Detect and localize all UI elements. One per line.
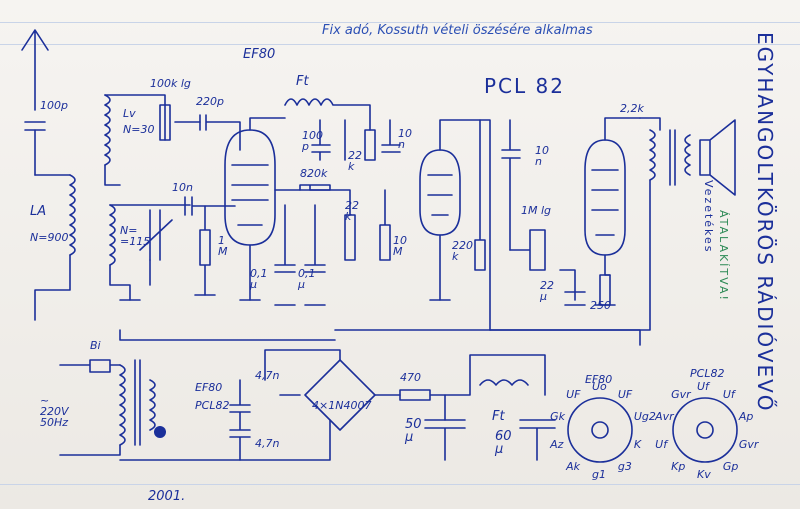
cap-220p-label: 220p xyxy=(196,95,224,108)
paper-rule xyxy=(0,22,800,23)
pcl82-pin-label: Ap xyxy=(738,410,754,424)
res-1m-label: 1 M xyxy=(218,234,228,258)
res-470-label: 470 xyxy=(400,371,421,384)
cap-47-b-label: 4,7n xyxy=(255,437,280,450)
ef80-pin-label: UF xyxy=(617,388,633,402)
ef80-pin-label: UF xyxy=(566,388,581,402)
side-note-line2: ÁTALAKÍTVA! xyxy=(717,210,730,302)
output-transformer xyxy=(489,117,736,331)
tube-pcl82-pentode xyxy=(559,117,641,306)
paper-rule xyxy=(0,44,800,45)
pot-100k-label: 100k lg xyxy=(150,77,191,90)
ef80-pin-label: Ug2 xyxy=(633,410,656,424)
pcl82-pin-label: Avr xyxy=(655,410,674,424)
pcl82-pin-label: Kp xyxy=(671,459,686,473)
power-rail xyxy=(119,329,641,346)
ef80-pin-label: Ak xyxy=(566,459,581,473)
tuning-coil xyxy=(109,196,236,301)
ef80-pin-label: Az xyxy=(550,437,564,451)
side-note-line1: Vezetékes xyxy=(702,180,715,254)
pcl82-pin-label: Gvr xyxy=(671,388,691,402)
pcl82-pin-label: Gp xyxy=(722,459,739,473)
tube-ef80-label: EF80 xyxy=(243,47,276,62)
bridge-label: 4×1N4007 xyxy=(312,399,372,412)
ef80-pin-label: Gk xyxy=(550,410,566,424)
choke-ft2-label: Ft xyxy=(492,409,505,424)
choke-ft xyxy=(274,98,401,273)
coil-n115-label: N= =115 xyxy=(120,224,151,248)
res-220k-label: 220 k xyxy=(452,239,473,263)
ef80-pin-label: Uo xyxy=(592,380,607,393)
antenna-cap-label: 100p xyxy=(40,99,68,112)
vertical-title: EGYHANGOLTKÖRÖS RÁDIÓVEVŐ xyxy=(753,32,777,413)
antenna-symbol xyxy=(21,29,49,176)
heater-ef80-label: EF80 xyxy=(195,381,223,394)
res-22k-a-label: 22 k xyxy=(348,149,362,173)
res-10m-label: 10 M xyxy=(393,234,407,258)
cap-100p-label: 100 p xyxy=(302,129,323,153)
coil-lv-turns: N=30 xyxy=(123,123,155,136)
pcl82-pinout-title: PCL82 xyxy=(690,367,725,380)
cap-50-label: 50 μ xyxy=(405,417,422,445)
antenna-coil-la xyxy=(34,174,76,321)
cap-grid-label: 10n xyxy=(172,181,193,194)
coil-la-turns: N=900 xyxy=(30,231,69,244)
cap-10n-a-label: 10 n xyxy=(398,127,412,151)
pcl82-pin-label: Gvr xyxy=(738,437,759,451)
paper-rule xyxy=(0,484,800,485)
cap-60-label: 60 μ xyxy=(495,429,512,457)
coil-lv-label: Lv xyxy=(123,107,136,120)
ef80-pin-label: g3 xyxy=(617,459,632,473)
tube-pcl82-label: PCL 82 xyxy=(484,74,565,98)
ef80-pinout xyxy=(567,397,633,463)
year-label: 2001. xyxy=(148,489,186,504)
res-820k-label: 820k xyxy=(300,167,328,180)
ef80-pin-label: g1 xyxy=(592,468,606,481)
cap-22-label: 22 μ xyxy=(540,279,554,303)
fuse-label: Bi xyxy=(90,339,101,352)
pot-1m-label: 1M lg xyxy=(521,204,552,217)
cap-01-b-label: 0,1 μ xyxy=(298,267,316,291)
pcl82-pin-label: Kv xyxy=(697,468,711,481)
ef80-pinout-title: EF80 xyxy=(585,373,613,386)
mains-label: ~ 220V 50Hz xyxy=(40,394,69,429)
cap-01-a-label: 0,1 μ xyxy=(250,267,268,291)
choke-ft-label: Ft xyxy=(296,74,309,89)
pcl82-pin-label: Uf xyxy=(722,388,735,402)
heater-pcl82-label: PCL82 xyxy=(195,399,230,412)
pilot-lamp xyxy=(154,426,166,438)
cap-47-a-label: 4,7n xyxy=(255,369,280,382)
pcl82-pin-label: Uf xyxy=(655,437,668,451)
pcl82-pin-label: Uf xyxy=(697,380,709,393)
ef80-pin-label: K xyxy=(633,437,642,451)
tube-ef80 xyxy=(224,117,286,301)
cap-10n-b-label: 10 n xyxy=(535,144,549,168)
pcl82-pinout xyxy=(672,397,738,463)
power-supply xyxy=(59,349,556,461)
feedback-coil-lv xyxy=(104,94,241,186)
coil-la-label: LA xyxy=(30,204,47,219)
res-22k-b-label: 22 k xyxy=(345,199,359,223)
res-22k-out-label: 2,2k xyxy=(620,102,644,115)
res-250-label: 250 xyxy=(590,299,611,312)
header-note: Fix adó, Kossuth vételi öszésére alkalma… xyxy=(322,23,593,38)
ground-symbols xyxy=(119,294,616,306)
tube-pcl82-triode xyxy=(419,119,546,331)
